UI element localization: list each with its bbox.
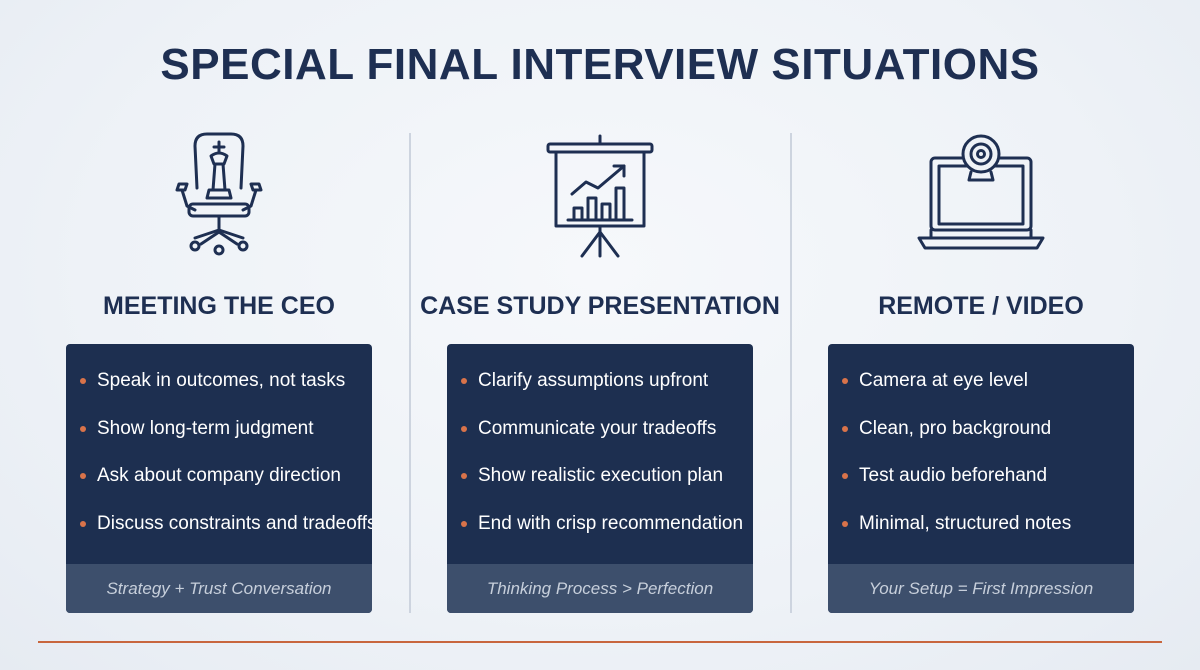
bottom-accent-line xyxy=(38,641,1162,643)
list-item: End with crisp recommendation xyxy=(461,513,753,561)
bullet-icon xyxy=(80,378,86,384)
card-footer: Thinking Process > Perfection xyxy=(447,564,753,613)
list-item: Show realistic execution plan xyxy=(461,465,753,513)
list-item: Speak in outcomes, not tasks xyxy=(80,370,372,418)
column-remote-video: REMOTE / VIDEO Camera at eye level Clean… xyxy=(796,0,1166,670)
list-item: Clarify assumptions upfront xyxy=(461,370,753,418)
bullet-icon xyxy=(80,425,86,432)
tips-card: Camera at eye level Clean, pro backgroun… xyxy=(828,344,1134,613)
bullet-icon xyxy=(80,473,86,479)
bullet-icon xyxy=(461,378,467,384)
bullet-icon xyxy=(461,520,467,527)
column-heading: MEETING THE CEO xyxy=(103,292,335,320)
column-heading: REMOTE / VIDEO xyxy=(878,292,1084,320)
column-divider xyxy=(409,133,411,613)
bullet-icon xyxy=(80,520,86,527)
page-title: SPECIAL FINAL INTERVIEW SITUATIONS xyxy=(160,40,1040,89)
tips-card: Clarify assumptions upfront Communicate … xyxy=(447,344,753,613)
column-divider xyxy=(790,133,792,613)
list-item: Clean, pro background xyxy=(842,418,1134,466)
presentation-board-icon xyxy=(520,128,680,264)
bullet-icon xyxy=(461,425,467,432)
laptop-webcam-icon xyxy=(901,128,1061,264)
list-item: Ask about company direction xyxy=(80,465,372,513)
bullet-icon xyxy=(842,425,848,432)
executive-chair-icon xyxy=(139,128,299,264)
bullet-icon xyxy=(842,473,848,479)
list-item: Minimal, structured notes xyxy=(842,513,1134,561)
column-case-study: CASE STUDY PRESENTATION Clarify assumpti… xyxy=(415,0,785,670)
bullet-icon xyxy=(842,378,848,384)
list-item: Camera at eye level xyxy=(842,370,1134,418)
list-item: Discuss constraints and tradeoffs xyxy=(80,513,372,561)
tips-card: Speak in outcomes, not tasks Show long-t… xyxy=(66,344,372,613)
bullet-icon xyxy=(842,520,848,527)
card-footer: Your Setup = First Impression xyxy=(828,564,1134,613)
list-item: Test audio beforehand xyxy=(842,465,1134,513)
list-item: Show long-term judgment xyxy=(80,418,372,466)
list-item: Communicate your tradeoffs xyxy=(461,418,753,466)
card-footer: Strategy + Trust Conversation xyxy=(66,564,372,613)
column-meeting-ceo: MEETING THE CEO Speak in outcomes, not t… xyxy=(34,0,404,670)
bullet-icon xyxy=(461,473,467,479)
column-heading: CASE STUDY PRESENTATION xyxy=(420,292,780,320)
